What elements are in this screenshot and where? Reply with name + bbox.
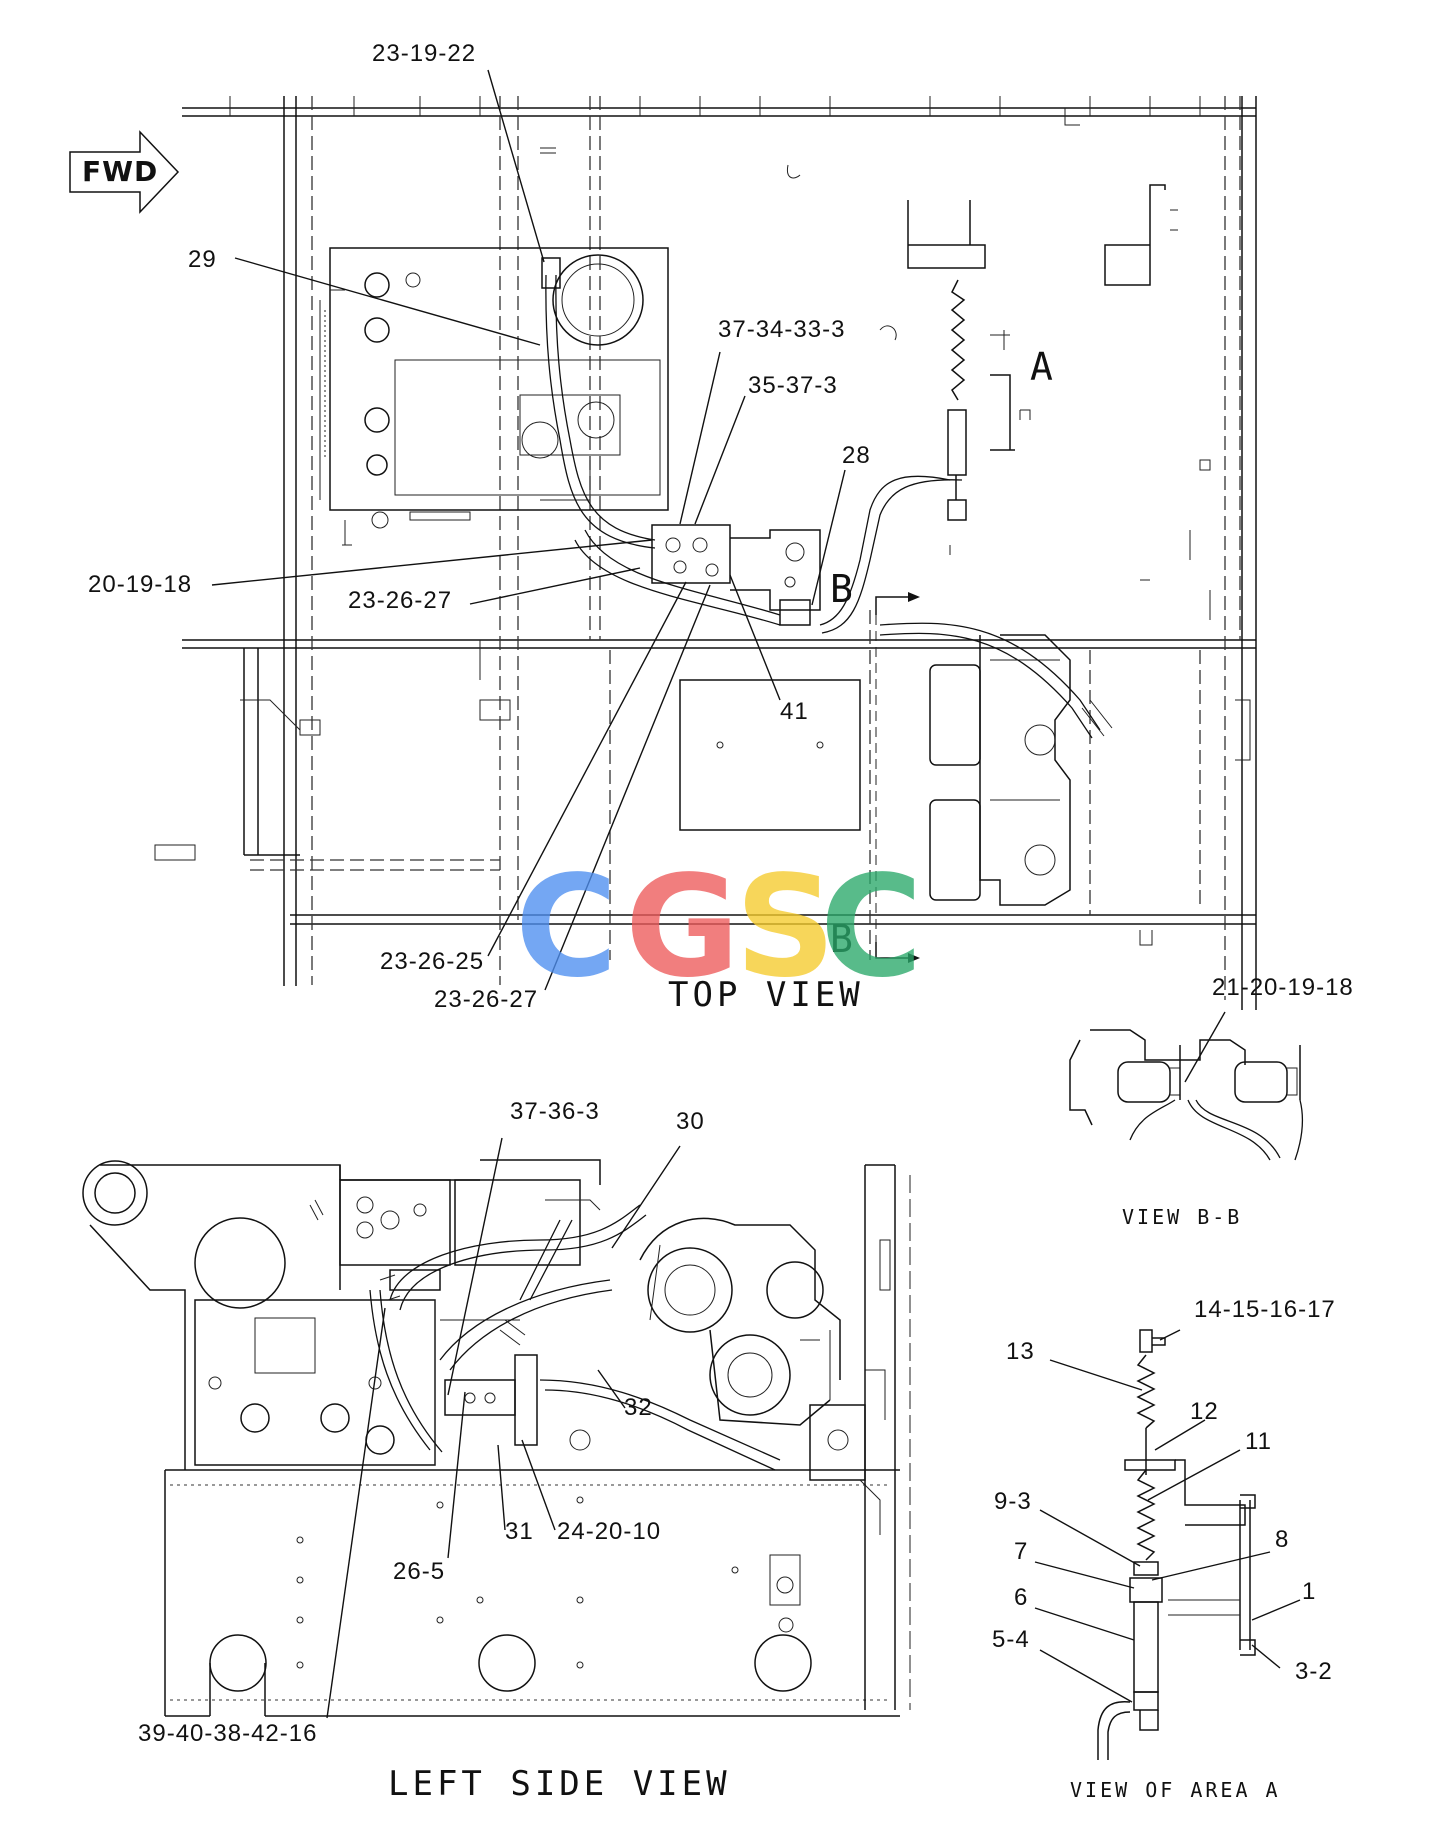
watermark-letter-2: G xyxy=(625,846,740,1009)
callout-12: 12 xyxy=(1190,1398,1219,1425)
callout-5-4: 5-4 xyxy=(992,1626,1030,1653)
callout-41: 41 xyxy=(780,698,809,725)
callout-1: 1 xyxy=(1302,1578,1317,1605)
callout-31: 31 xyxy=(505,1518,534,1545)
watermark-letter-4: C xyxy=(820,846,923,1009)
callout-11: 11 xyxy=(1245,1428,1272,1455)
watermark-letter-3: S xyxy=(735,846,836,1009)
callout-3-2: 3-2 xyxy=(1295,1658,1333,1685)
callout-23-26-27-b: 23-26-27 xyxy=(434,986,539,1013)
callout-39-40-38-42-16: 39-40-38-42-16 xyxy=(138,1720,318,1747)
callout-30: 30 xyxy=(676,1108,705,1135)
callout-24-20-10: 24-20-10 xyxy=(557,1518,662,1545)
section-marker-a: A xyxy=(1030,345,1053,389)
callout-28: 28 xyxy=(842,442,871,469)
callout-35-37-3: 35-37-3 xyxy=(748,372,838,399)
fwd-arrow-icon xyxy=(69,130,180,214)
callout-13: 13 xyxy=(1006,1338,1035,1365)
leader-lines xyxy=(211,69,1301,1719)
view-bb-drawing xyxy=(1069,1029,1304,1161)
callout-6: 6 xyxy=(1014,1584,1029,1611)
callout-8: 8 xyxy=(1275,1526,1290,1553)
callout-32: 32 xyxy=(624,1394,653,1421)
callout-37-34-33-3: 37-34-33-3 xyxy=(718,316,846,343)
section-marker-b-bottom: B xyxy=(830,917,853,961)
fwd-label: FWD xyxy=(82,155,159,188)
callout-9-3: 9-3 xyxy=(994,1488,1032,1515)
left-side-view-drawing xyxy=(82,1159,911,1717)
callout-7: 7 xyxy=(1014,1538,1029,1565)
caption-view-area-a: VIEW OF AREA A xyxy=(1070,1778,1281,1802)
callout-26-5: 26-5 xyxy=(393,1558,446,1585)
caption-left-side-view: LEFT SIDE VIEW xyxy=(388,1764,731,1804)
callout-29: 29 xyxy=(188,246,217,273)
callout-23-19-22: 23-19-22 xyxy=(372,40,477,67)
watermark-letter-1: C xyxy=(515,846,618,1009)
view-area-a-drawing xyxy=(1097,1329,1256,1760)
callout-23-26-27-a: 23-26-27 xyxy=(348,587,453,614)
caption-top-view: TOP VIEW xyxy=(668,975,864,1015)
callout-20-19-18: 20-19-18 xyxy=(88,571,193,598)
callout-14-15-16-17: 14-15-16-17 xyxy=(1194,1296,1336,1323)
top-view-drawing xyxy=(154,96,1257,1010)
caption-view-bb: VIEW B-B xyxy=(1122,1205,1243,1229)
callout-23-26-25: 23-26-25 xyxy=(380,948,485,975)
callout-37-36-3: 37-36-3 xyxy=(510,1098,600,1125)
callout-21-20-19-18: 21-20-19-18 xyxy=(1212,974,1354,1001)
section-marker-b-top: B xyxy=(830,567,853,611)
